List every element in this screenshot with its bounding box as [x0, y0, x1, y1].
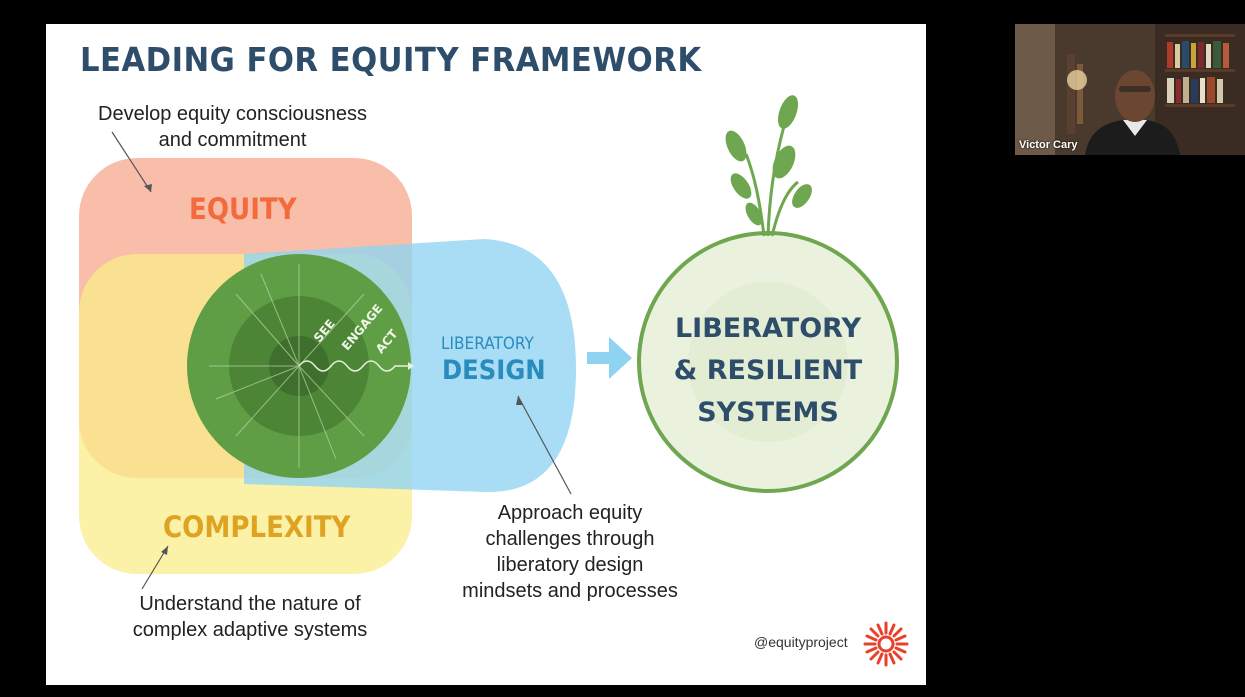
design-caption-line-1: Approach equity	[450, 500, 690, 526]
complexity-label: COMPLEXITY	[163, 510, 350, 544]
liberatory-design-label: DESIGN	[442, 355, 546, 386]
complexity-caption-line-2: complex adaptive systems	[120, 617, 380, 643]
complexity-caption: Understand the nature of complex adaptiv…	[120, 591, 380, 643]
participant-video-tile[interactable]: Victor Cary	[1015, 24, 1245, 155]
outcome-label-line-3: SYSTEMS	[673, 392, 863, 434]
equity-label: EQUITY	[189, 192, 297, 226]
twitter-handle: @equityproject	[754, 634, 848, 650]
complexity-caption-line-1: Understand the nature of	[120, 591, 380, 617]
outcome-label-line-2: & RESILIENT	[673, 350, 863, 392]
presentation-slide: LEADING FOR EQUITY FRAMEWORK Develop equ…	[46, 24, 926, 685]
lamp-glow	[1067, 70, 1087, 90]
design-caption-line-2: challenges through	[450, 526, 690, 552]
participant-name: Victor Cary	[1019, 139, 1078, 151]
participant-video-feed	[1015, 24, 1245, 155]
equity-caption-line-1: Develop equity consciousness	[98, 101, 367, 127]
outcome-label-line-1: LIBERATORY	[673, 308, 863, 350]
equity-caption: Develop equity consciousness and commitm…	[98, 101, 367, 153]
design-caption-line-4: mindsets and processes	[450, 578, 690, 604]
design-caption: Approach equity challenges through liber…	[450, 500, 690, 604]
equity-caption-line-2: and commitment	[98, 127, 367, 153]
outcome-label: LIBERATORY & RESILIENT SYSTEMS	[673, 308, 863, 434]
arrow-right	[587, 337, 632, 379]
equity-project-logo	[865, 623, 907, 665]
liberatory-design-small-label: LIBERATORY	[441, 334, 534, 354]
design-caption-line-3: liberatory design	[450, 552, 690, 578]
slide-title: LEADING FOR EQUITY FRAMEWORK	[80, 40, 702, 79]
plant-illustration	[722, 93, 815, 236]
